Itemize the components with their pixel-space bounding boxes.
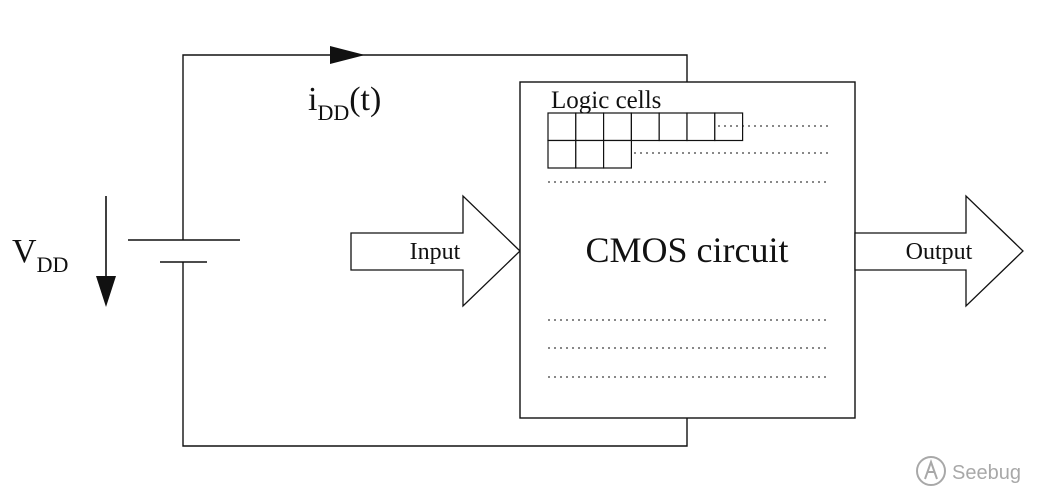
current-direction-arrow-icon	[330, 46, 365, 64]
output-arrow	[854, 194, 1024, 308]
dotted-lines	[548, 125, 828, 378]
voltage-arrow-head-icon	[96, 276, 116, 307]
logic-cell	[602, 112, 632, 142]
watermark-logo-icon	[916, 456, 946, 486]
voltage-label: VDD	[12, 233, 68, 277]
current-label: iDD(t)	[308, 81, 381, 125]
logic-cell-grid	[547, 112, 744, 169]
logic-cell	[547, 139, 577, 169]
logic-cell	[714, 112, 744, 142]
watermark: Seebug	[916, 456, 1021, 486]
logic-cell	[575, 139, 605, 169]
cmos-block-label: CMOS circuit	[586, 230, 789, 270]
logic-cell	[658, 112, 688, 142]
current-label-main: i	[308, 81, 317, 118]
supply-wire-bottom	[182, 262, 688, 447]
voltage-label-sub: DD	[37, 252, 69, 277]
current-label-suffix: (t)	[349, 81, 381, 118]
logic-cell	[575, 112, 605, 142]
input-label: Input	[410, 239, 461, 265]
logic-cells-label: Logic cells	[551, 87, 661, 114]
input-arrow	[350, 194, 521, 308]
voltage-label-main: V	[12, 233, 37, 270]
supply-wire-top	[182, 54, 688, 240]
logic-cell	[630, 112, 660, 142]
watermark-text: Seebug	[952, 462, 1021, 484]
watermark-logo-mark-icon	[924, 458, 938, 480]
logic-cell	[686, 112, 716, 142]
output-label: Output	[906, 239, 973, 265]
logic-cell	[602, 139, 632, 169]
logic-cell	[547, 112, 577, 142]
current-label-sub: DD	[317, 100, 349, 125]
